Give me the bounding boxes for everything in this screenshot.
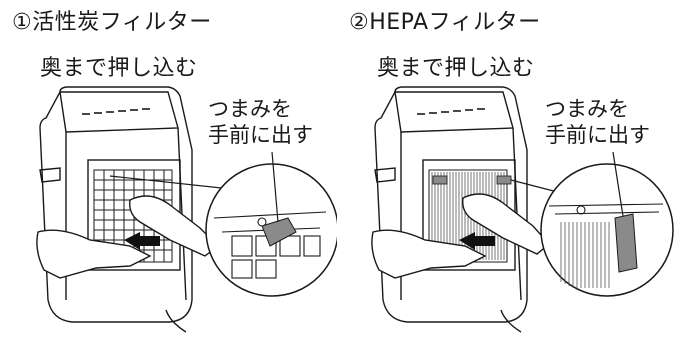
push-arrow bbox=[124, 232, 160, 250]
callout-label: つまみを 手前に出す bbox=[545, 96, 650, 148]
callout-line-1: つまみを bbox=[208, 97, 292, 121]
callout-label: つまみを 手前に出す bbox=[208, 96, 313, 148]
unit-illustration bbox=[36, 86, 337, 333]
panel-title: ②HEPAフィルター bbox=[349, 10, 541, 35]
callout-line-1: つまみを bbox=[545, 97, 629, 121]
panel-title: ①活性炭フィルター bbox=[12, 10, 212, 35]
push-arrow bbox=[459, 232, 495, 250]
filter-tab bbox=[261, 217, 297, 247]
hand-upper bbox=[462, 193, 551, 255]
filter-tab bbox=[614, 213, 638, 273]
instruction-text: 奥まで押し込む bbox=[377, 56, 535, 81]
zoom-circle bbox=[540, 163, 674, 297]
callout-line-2: 手前に出す bbox=[208, 123, 313, 147]
callout-line-2: 手前に出す bbox=[545, 123, 650, 147]
panel-hepa: ②HEPAフィルター 奥まで押し込む つまみを 手前に出す bbox=[337, 0, 674, 340]
panel-activated-carbon: ①活性炭フィルター 奥まで押し込む つまみを 手前に出す bbox=[12, 10, 337, 333]
hand-lower bbox=[371, 229, 487, 279]
unit-illustration bbox=[371, 86, 674, 333]
instruction-text: 奥まで押し込む bbox=[40, 56, 198, 81]
hand-lower bbox=[36, 229, 152, 279]
